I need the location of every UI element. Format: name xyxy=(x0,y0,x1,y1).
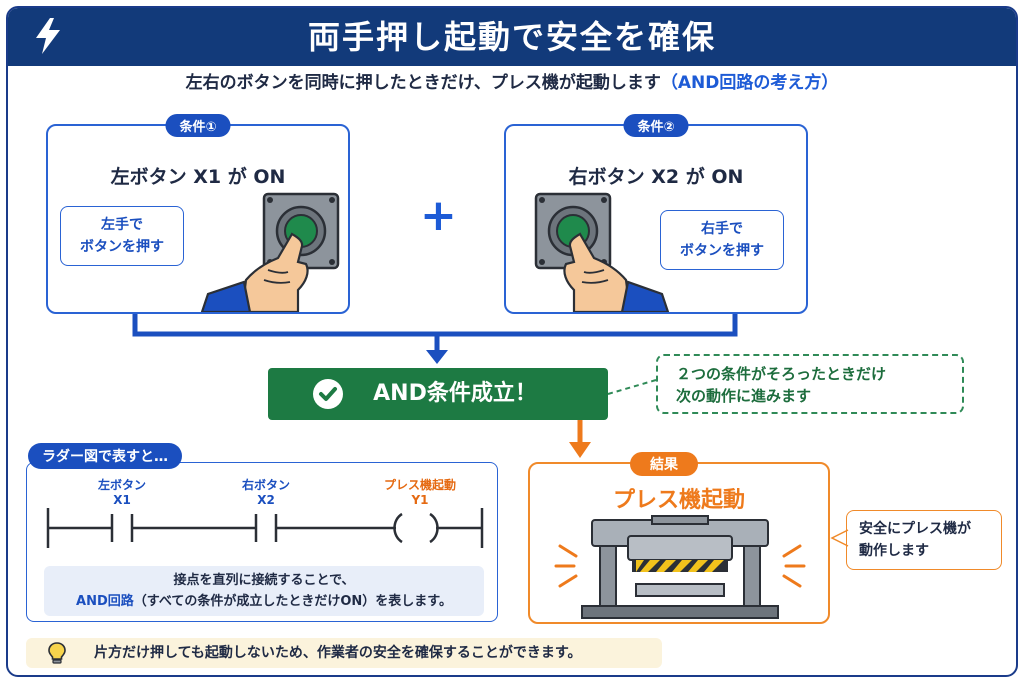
condition-right-bubble: 右手で ボタンを押す xyxy=(660,210,784,270)
ladder-note-line2: AND回路（すべての条件が成立したときだけON）を表します。 xyxy=(44,591,484,612)
title-bar: 両手押し起動で安全を確保 xyxy=(8,8,1016,66)
coil-y1-addr: Y1 xyxy=(411,493,429,507)
result-note: 安全にプレス機が 動作します xyxy=(846,510,1002,570)
and-note-line: ２つの条件がそろったときだけ xyxy=(676,365,887,383)
lightbulb-icon xyxy=(48,642,66,664)
coil-y1-label: プレス機起動 Y1 xyxy=(372,478,468,508)
contact-x2-name: 右ボタン xyxy=(241,478,290,492)
contact-x2-label: 右ボタン X2 xyxy=(226,478,306,508)
check-circle-icon xyxy=(313,379,343,409)
contact-x1-label: 左ボタン X1 xyxy=(82,478,162,508)
contact-x1-addr: X1 xyxy=(113,493,131,507)
tip-banner: 片方だけ押しても起動しないため、作業者の安全を確保することができます。 xyxy=(26,638,662,668)
lightning-icon xyxy=(36,18,60,54)
result-title: プレス機起動 xyxy=(612,488,745,513)
and-note-line: 次の動作に進みます xyxy=(676,387,812,405)
subtitle-main: 左右のボタンを同時に押したときだけ、プレス機が起動します xyxy=(185,73,661,93)
push-button-icon xyxy=(534,192,670,312)
bubble-line: ボタンを押す xyxy=(80,239,164,255)
and-note: ２つの条件がそろったときだけ 次の動作に進みます xyxy=(656,354,964,414)
coil-y1-name: プレス機起動 xyxy=(383,478,456,492)
result-note-line: 安全にプレス機が xyxy=(859,521,971,537)
contact-x2-addr: X2 xyxy=(257,493,275,507)
plus-sign: + xyxy=(420,190,457,241)
condition-right-title: 右ボタン X2 が ON xyxy=(568,166,744,188)
condition-left-card: 条件① 左ボタン X1 が ON 左手で ボタンを押す xyxy=(46,114,350,314)
bubble-line: ボタンを押す xyxy=(680,243,764,259)
ladder-note-rest: （すべての条件が成立したときだけON）を表します。 xyxy=(133,594,452,609)
condition-right-pill: 条件② xyxy=(623,114,689,137)
subtitle: 左右のボタンを同時に押したときだけ、プレス機が起動します（AND回路の考え方） xyxy=(0,68,1024,93)
ladder-pill: ラダー図で表すと… xyxy=(28,443,182,469)
ladder-note-line1: 接点を直列に接続することで、 xyxy=(173,573,355,588)
ladder-note-accent: AND回路 xyxy=(76,594,134,609)
condition-left-title: 左ボタン X1 が ON xyxy=(110,166,286,188)
condition-right-card: 条件② 右ボタン X2 が ON 右手で ボタンを押す xyxy=(504,114,808,314)
bubble-line: 右手で xyxy=(701,221,743,237)
ladder-note: 接点を直列に接続することで、 AND回路（すべての条件が成立したときだけON）を… xyxy=(44,566,484,616)
result-note-line: 動作します xyxy=(859,543,929,559)
subtitle-accent: （AND回路の考え方） xyxy=(660,73,839,93)
ladder-rung xyxy=(46,508,484,548)
push-button-icon xyxy=(200,192,340,312)
callout-tail xyxy=(830,529,849,547)
page-title: 両手押し起動で安全を確保 xyxy=(307,18,716,56)
condition-left-bubble: 左手で ボタンを押す xyxy=(60,206,184,266)
bubble-line: 左手で xyxy=(101,217,143,233)
condition-left-pill: 条件① xyxy=(165,114,231,137)
contact-x1-name: 左ボタン xyxy=(97,478,146,492)
result-pill: 結果 xyxy=(630,452,698,476)
press-machine-icon xyxy=(554,515,806,619)
